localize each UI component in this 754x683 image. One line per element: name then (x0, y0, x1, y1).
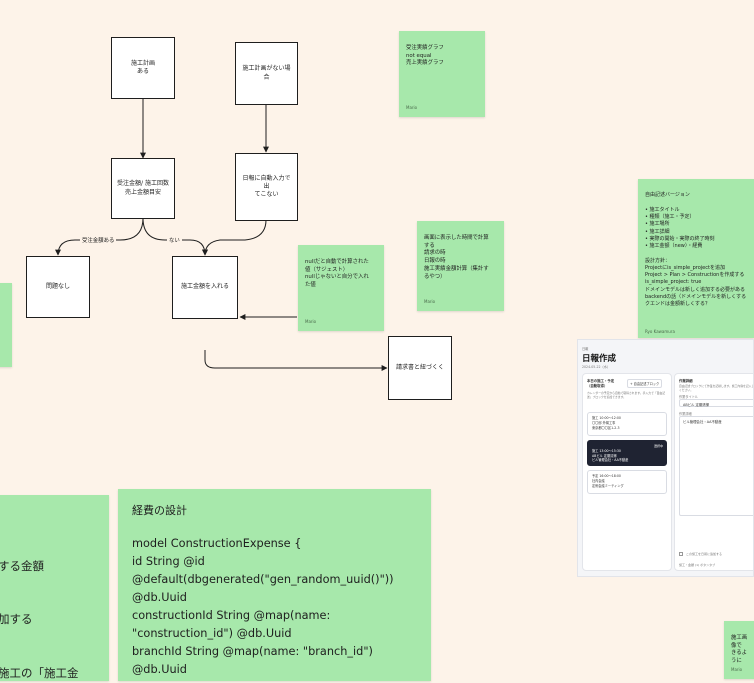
sticky-author: Mario (424, 299, 436, 305)
box-enter-amount[interactable]: 施工金額を入れる (172, 256, 238, 319)
schedule-card-selected[interactable]: 施工 13:00〜15:30 ABビル 定期清掃 ビル管理会社・AA不動産 選択… (587, 440, 667, 466)
sticky-text: 施工画像で きるように (731, 634, 748, 665)
edge-report-to-amount (202, 219, 267, 256)
left-panel-hint: カレンダーの予定から自動で取得されます。手入力で「自由記述」ブロックを追加できま… (587, 391, 666, 399)
right-panel-header: 作業詳細 (679, 379, 693, 383)
sticky-text: 受注実績グラフ not equal 売上実績グラフ (406, 44, 444, 67)
mockup-footer-text: 施工・金額 (1) ボタンタブ (679, 563, 716, 567)
selected-badge: 選択中 (653, 444, 663, 448)
field-detail-label: 作業詳細 (679, 412, 692, 416)
field-title-input[interactable]: ABビル 定期清掃 (679, 399, 753, 407)
sticky-text: する金額 加する 施工の「施工金 (0, 558, 79, 680)
sticky-author: Ryo Kawamura (645, 329, 675, 335)
sticky-expense-note[interactable]: 経費の設計 model ConstructionExpense { id Str… (118, 489, 431, 681)
box-no-plan[interactable]: 施工計画がない場合 (235, 42, 298, 105)
sticky-text: nullだと自動で計算された 値（サジェスト） nullじゃないと自分で入れ た… (305, 258, 369, 289)
sticky-left-partial[interactable]: する金額 加する 施工の「施工金 (0, 495, 109, 681)
box-label: 日報に自動入力で出 てこない (242, 174, 291, 199)
schedule-card[interactable]: 予定 16:00〜18:00 社内会議 定例会議ミーティング (587, 470, 667, 494)
add-to-report-checkbox[interactable] (679, 552, 683, 556)
sticky-version-note[interactable]: 自由記述バージョン • 施工タイトル • 種類（施工・予定） • 施工場所 • … (638, 179, 754, 338)
box-label: 施工金額を入れる (180, 283, 229, 291)
edge-label-order-amount-exists: 受注金額ある (80, 236, 117, 244)
mockup-breadcrumb: 日報 (582, 347, 589, 351)
edge-amount-to-invoice (204, 350, 388, 371)
left-panel-header: 本日の施工・予定 （自動取得） (587, 379, 615, 388)
sticky-author: Mario (731, 667, 743, 673)
field-title-label: 作業タイトル (679, 395, 699, 399)
expense-title: 経費の設計 (132, 504, 187, 517)
mockup-left-panel: 本日の施工・予定 （自動取得） + 自由記述ブロック カレンダーの予定から自動で… (582, 373, 672, 571)
sticky-text: 自由記述バージョン • 施工タイトル • 種類（施工・予定） • 施工場所 • … (645, 192, 747, 307)
expense-code: model ConstructionExpense { id String @i… (132, 536, 394, 677)
box-plan-exists[interactable]: 施工計画 ある (111, 37, 175, 99)
mockup-date: 2024-05-22（水） (582, 365, 611, 369)
edge-label-none: ない (167, 236, 182, 244)
sticky-bottom-right[interactable]: 施工画像で きるように Mario (724, 621, 754, 679)
card-text: 施工 13:00〜15:30 ABビル 定期清掃 ビル管理会社・AA不動産 (592, 448, 629, 463)
schedule-card[interactable]: 施工 10:00〜12:00 〇〇邸 外構工事 東京都〇〇区1-2-3 (587, 412, 667, 436)
checkbox-label: この施工を日報に追加する (686, 552, 723, 556)
sticky-text: 画面に表示した時間で計算 する 請求の時 日報の時 施工実績金額計算（集計す る… (424, 234, 489, 280)
mockup-title: 日報作成 (582, 354, 617, 364)
sticky-null-note[interactable]: nullだと自動で計算された 値（サジェスト） nullじゃないと自分で入れ た… (298, 245, 384, 331)
sticky-left-edge[interactable] (0, 283, 12, 367)
box-daily-report-auto[interactable]: 日報に自動入力で出 てこない (235, 153, 298, 221)
daily-report-mockup: 日報 日報作成 2024-05-22（水） 本日の施工・予定 （自動取得） + … (577, 339, 754, 577)
box-order-amount[interactable]: 受注金額/ 施工回数 売上金額目安 (111, 158, 175, 219)
sticky-author: Mario (305, 319, 317, 325)
sticky-author: Mario (406, 105, 418, 111)
field-detail-textarea[interactable]: ビル管理会社・AA不動産 (679, 416, 753, 516)
right-panel-hint: 自由記述ブロックにて作業を記録します。施工内容を記入してください。 (679, 384, 754, 392)
box-label: 請求書と紐づくく (395, 363, 444, 371)
sticky-timing-note[interactable]: 画面に表示した時間で計算 する 請求の時 日報の時 施工実績金額計算（集計す る… (417, 221, 504, 311)
box-invoice[interactable]: 請求書と紐づくく (388, 336, 452, 400)
sticky-graph-note[interactable]: 受注実績グラフ not equal 売上実績グラフ Mario (399, 31, 485, 117)
box-label: 問題なし (45, 282, 70, 290)
mockup-right-panel: 作業詳細 自由記述ブロックにて作業を記録します。施工内容を記入してください。 作… (674, 373, 754, 571)
add-free-block-button[interactable]: + 自由記述ブロック (627, 379, 663, 388)
box-label: 施工計画がない場合 (242, 65, 291, 81)
box-label: 受注金額/ 施工回数 売上金額目安 (117, 180, 169, 196)
box-label: 施工計画 ある (130, 59, 155, 75)
box-no-problem[interactable]: 問題なし (26, 256, 90, 318)
